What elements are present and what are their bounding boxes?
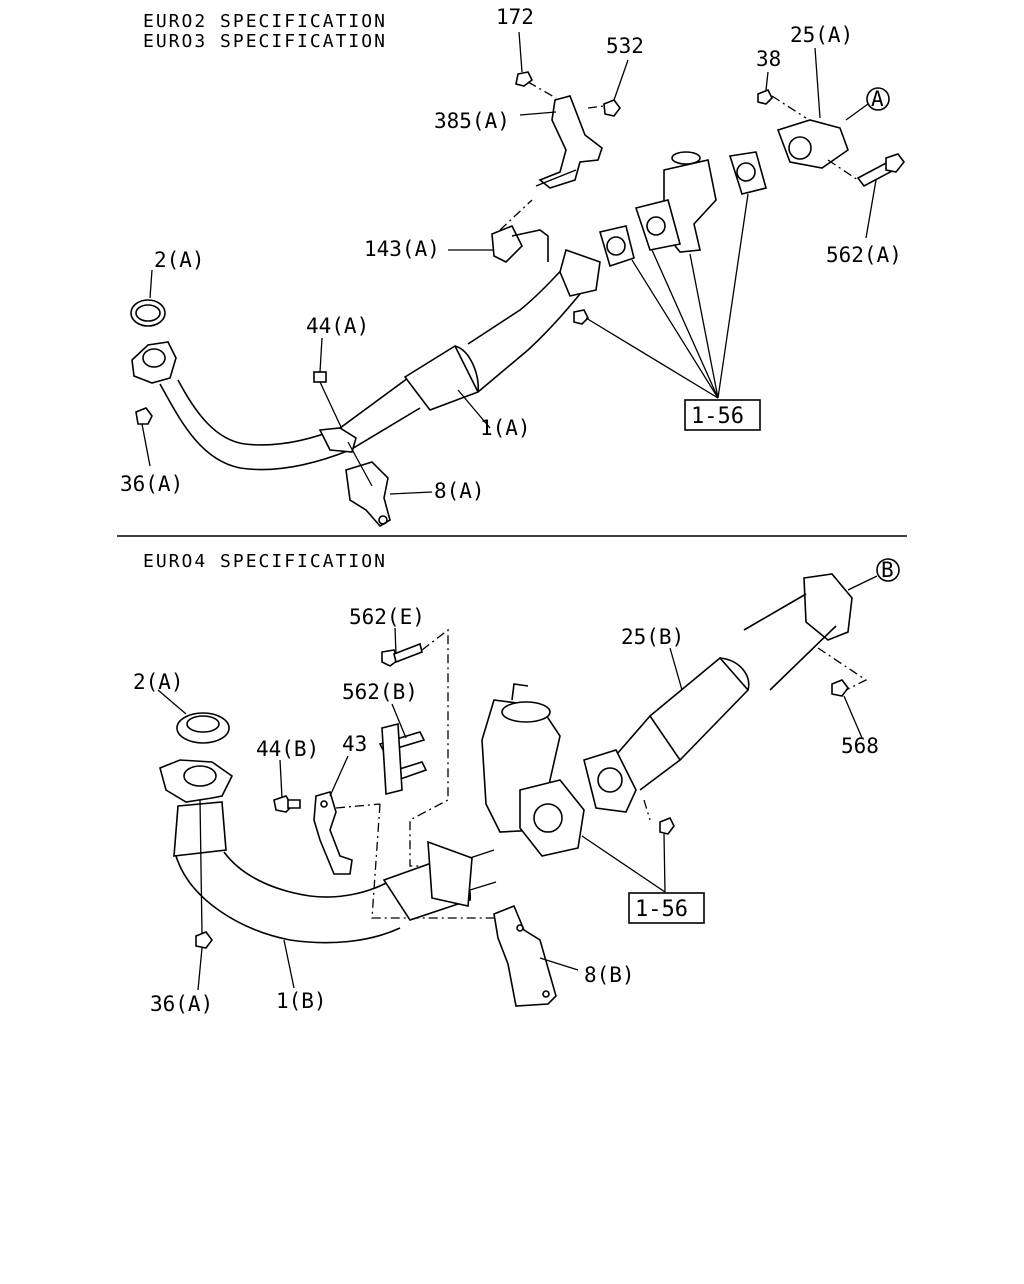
leader-2a-bottom: [157, 689, 187, 715]
nut-36a[interactable]: [135, 407, 153, 425]
leader-8a: [389, 491, 433, 495]
reference-box-1-56-top[interactable]: 1-56: [684, 399, 761, 431]
reference-box-1-56-bottom[interactable]: 1-56: [628, 892, 705, 924]
nut-36a-bottom[interactable]: [195, 931, 213, 949]
label-36a-bottom: 36(A): [150, 992, 213, 1016]
leader-circle-a: [845, 103, 869, 121]
label-44b: 44(B): [256, 737, 319, 761]
leader-562b: [391, 703, 407, 739]
header-euro4: EURO4 SPECIFICATION: [143, 551, 387, 572]
leader-8b: [539, 957, 579, 971]
rear-pipe-25b[interactable]: [583, 573, 853, 813]
label-44a: 44(A): [306, 314, 369, 338]
label-172: 172: [496, 5, 534, 29]
alignment-dash-1: [409, 628, 449, 867]
leader-circle-b: [847, 575, 878, 591]
bolt-562a[interactable]: [827, 153, 906, 188]
label-143a: 143(A): [364, 237, 440, 261]
label-25b: 25(B): [621, 625, 684, 649]
label-532: 532: [606, 34, 644, 58]
leader-44a: [319, 337, 323, 373]
sensor-143a[interactable]: [491, 199, 549, 263]
label-562e: 562(E): [349, 605, 425, 629]
bracket-43[interactable]: [313, 791, 381, 875]
pipe-clamp: [318, 427, 357, 453]
leader-43: [329, 755, 349, 797]
nut-egr-bottom[interactable]: [659, 816, 675, 835]
nut-532[interactable]: [587, 99, 621, 117]
label-2a-bottom: 2(A): [133, 670, 184, 694]
leader-568: [843, 695, 863, 739]
label-8a: 8(A): [434, 479, 485, 503]
leader-1b: [283, 939, 295, 989]
egr-gasket-1[interactable]: [598, 225, 635, 268]
leader-562a: [865, 179, 877, 239]
leader-36a: [141, 423, 151, 467]
bolt-172[interactable]: [515, 71, 557, 99]
svg-text:A: A: [871, 87, 884, 111]
bolt-562e[interactable]: [381, 642, 423, 667]
leader-2a: [149, 269, 153, 299]
header-euro2: EURO2 SPECIFICATION: [143, 11, 387, 32]
flange-25a[interactable]: [776, 119, 849, 169]
front-pipe-1a[interactable]: [131, 248, 601, 471]
label-43: 43: [342, 732, 367, 756]
leader-36a-pipe: [199, 799, 203, 935]
bolt-44b[interactable]: [273, 795, 301, 813]
leader-172: [518, 31, 523, 73]
nut-38[interactable]: [757, 88, 807, 119]
gasket-ring-2a[interactable]: [130, 299, 166, 327]
section-euro4: EURO4 SPECIFICATION B: [133, 551, 900, 1016]
circle-marker-b: B: [876, 558, 900, 582]
nut-568[interactable]: [817, 647, 868, 697]
gasket-ring-2a-bottom[interactable]: [176, 712, 230, 744]
label-1b: 1(B): [276, 989, 327, 1013]
leaders-1-56-top: [585, 193, 749, 399]
leader-1a: [457, 389, 491, 429]
label-36a-top: 36(A): [120, 472, 183, 496]
svg-text:1-56: 1-56: [635, 897, 688, 922]
label-568: 568: [841, 734, 879, 758]
label-38: 38: [756, 47, 781, 71]
label-562b: 562(B): [342, 680, 418, 704]
leader-562e: [394, 627, 397, 655]
leaders-1-56-bottom: [581, 799, 666, 893]
egr-gasket-2[interactable]: [728, 151, 767, 195]
label-2a-top: 2(A): [154, 248, 205, 272]
svg-text:1-56: 1-56: [691, 404, 744, 429]
label-25a: 25(A): [790, 23, 853, 47]
section-euro2-euro3: EURO2 SPECIFICATION EURO3 SPECIFICATION: [120, 5, 906, 528]
bracket-8a[interactable]: [345, 441, 391, 528]
bracket-8b[interactable]: [493, 904, 557, 1007]
egr-gasket-bottom[interactable]: [519, 779, 585, 857]
label-1a: 1(A): [480, 416, 531, 440]
egr-valve[interactable]: [634, 151, 717, 253]
leader-25b: [669, 647, 683, 691]
label-385a: 385(A): [434, 109, 510, 133]
header-euro3: EURO3 SPECIFICATION: [143, 31, 387, 52]
svg-text:B: B: [881, 558, 894, 582]
bolt-562b[interactable]: [378, 722, 428, 796]
leader-38: [765, 71, 769, 91]
leader-36a-bottom: [197, 947, 203, 991]
leader-25a: [814, 47, 821, 119]
label-562a: 562(A): [826, 243, 902, 267]
circle-marker-a: A: [866, 87, 890, 111]
label-8b: 8(B): [584, 963, 635, 987]
front-pipe-1b[interactable]: [159, 759, 497, 944]
leader-385a: [519, 111, 557, 116]
bracket-385a[interactable]: [535, 95, 603, 189]
alignment-dash-2: [371, 803, 500, 919]
nut-egr[interactable]: [573, 309, 589, 325]
leader-532: [613, 59, 629, 101]
leader-44b: [279, 759, 283, 799]
